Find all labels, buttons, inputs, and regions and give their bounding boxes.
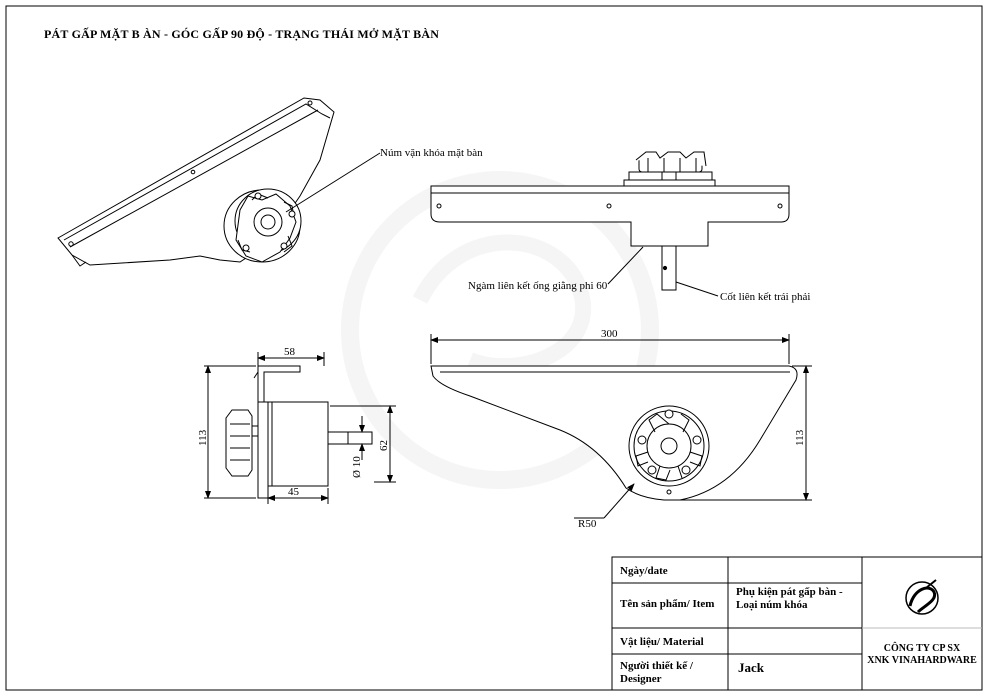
material-label: Vật liệu/ Material	[620, 636, 704, 648]
dim-side-pin: Ø 10	[351, 456, 363, 478]
front-view	[430, 334, 812, 519]
dim-front-width: 300	[601, 328, 618, 340]
dim-front-radius: R50	[578, 518, 597, 530]
date-label: Ngày/date	[620, 565, 668, 577]
pin-annotation: Cốt liên kết trái phải	[720, 291, 810, 303]
watermark-logo-icon	[341, 171, 659, 489]
company-name: CÔNG TY CP SX XNK VINAHARDWARE	[862, 643, 982, 667]
designer-label-line1: Người thiết kế /	[620, 660, 693, 672]
knob-annotation: Núm vặn khóa mặt bàn	[380, 147, 483, 159]
sleeve-annotation: Ngàm liên kết ống giằng phi 60	[468, 280, 608, 292]
item-value: Phụ kiện pát gấp bàn - Loại núm khóa	[736, 586, 843, 612]
company-line1: CÔNG TY CP SX	[883, 643, 961, 654]
dim-side-height: 113	[197, 429, 209, 446]
sheet-border	[5, 5, 983, 691]
item-value-line1: Phụ kiện pát gấp bàn -	[736, 586, 843, 598]
designer-label-line2: Designer	[620, 673, 662, 685]
dim-side-right: 62	[378, 440, 390, 451]
designer-value: Jack	[738, 660, 764, 675]
designer-label: Người thiết kế / Designer	[620, 660, 693, 686]
isometric-view	[57, 97, 381, 267]
top-view	[430, 151, 790, 297]
drawing-title: PÁT GẤP MẶT B ÀN - GÓC GẤP 90 ĐỘ - TRẠNG…	[44, 27, 440, 41]
item-label: Tên sản phẩm/ Item	[620, 598, 715, 610]
company-line2: XNK VINAHARDWARE	[867, 655, 977, 666]
side-view	[204, 352, 396, 504]
item-value-line2: Loại núm khóa	[736, 599, 808, 611]
iso-knob-icon	[223, 188, 302, 263]
front-knob-icon	[628, 405, 710, 495]
dim-front-height: 113	[794, 429, 806, 446]
vinahardware-logo-icon	[905, 579, 939, 615]
title-block-text: Ngày/date Tên sản phẩm/ Item Phụ kiện pá…	[612, 557, 980, 689]
title-block	[611, 556, 983, 691]
dim-side-top: 58	[284, 346, 296, 358]
dim-side-depth: 45	[288, 486, 300, 498]
